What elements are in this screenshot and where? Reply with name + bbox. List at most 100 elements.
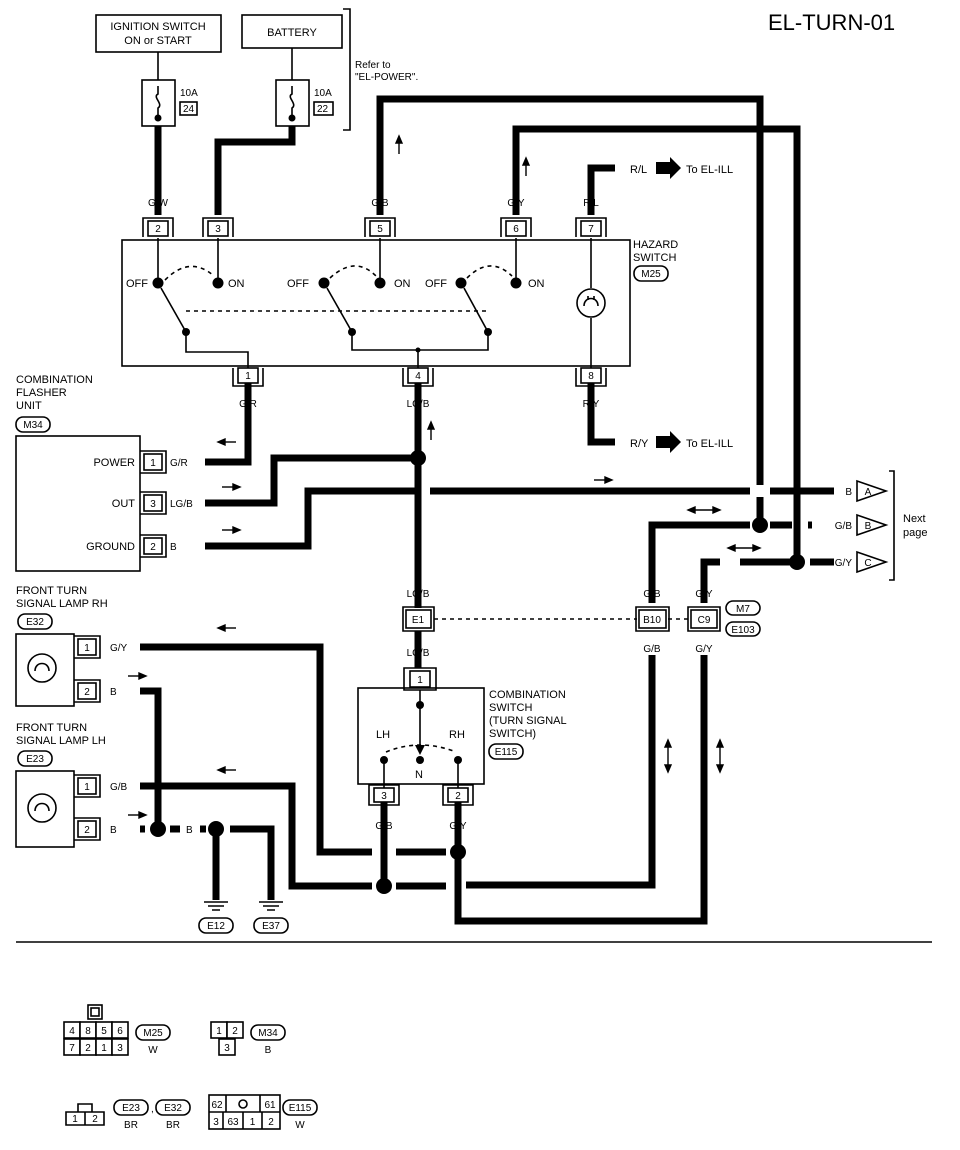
flasher-label-3: UNIT <box>16 400 42 412</box>
junctions <box>150 450 805 894</box>
flasher-code: M34 <box>23 420 43 431</box>
front_lamp_rh-pin-1: 1 <box>84 643 90 654</box>
lamp-rh-code: E32 <box>26 617 44 628</box>
hazard-label-2: SWITCH <box>633 252 676 264</box>
hazard-top-pin-2: 3 <box>215 224 221 235</box>
next-link-2-id: B <box>865 521 872 532</box>
next-link-3-id: C <box>864 558 871 569</box>
hazard-bottom-pin-3: 8 <box>588 371 594 382</box>
lamp-lh-code: E23 <box>26 754 44 765</box>
legend-m25-bottom-1: 7 <box>69 1043 75 1054</box>
flasher-terminal-3-pin: 2 <box>150 542 156 553</box>
ill-link-2-target: To EL-ILL <box>686 438 733 450</box>
next-link-1-color: B <box>845 487 852 498</box>
flasher-terminal-2-pin: 3 <box>150 499 156 510</box>
legend-e115-top-1: 62 <box>211 1100 223 1111</box>
legend-m34-color: B <box>265 1045 272 1056</box>
hazard-pos-5: OFF <box>425 278 447 290</box>
fuse-22-number: 22 <box>317 104 329 115</box>
hazard-pos-4: ON <box>394 278 411 290</box>
e103-code: E103 <box>731 625 755 636</box>
combo-label-2: SWITCH <box>489 702 532 714</box>
combo-pin-rh: 2 <box>455 791 461 802</box>
flasher-label-2: FLASHER <box>16 387 67 399</box>
combo-pin-lh: 3 <box>381 791 387 802</box>
flasher-terminal-2-name: OUT <box>112 498 136 510</box>
hazard-bottom-pin-1: 1 <box>245 371 251 382</box>
legend-m25-top-2: 8 <box>85 1026 91 1037</box>
battery-label: BATTERY <box>267 27 317 39</box>
combo-pos-lh: LH <box>376 729 390 741</box>
flasher-terminal-2-color: LG/B <box>170 499 193 510</box>
flasher-terminal-1-pin: 1 <box>150 458 156 469</box>
combo-label-1: COMBINATION <box>489 689 566 701</box>
legend-m34-code: M34 <box>258 1028 278 1039</box>
legend-e32-code: E32 <box>164 1103 182 1114</box>
ground-1-code: E12 <box>207 921 225 932</box>
next-link-1-id: A <box>865 487 872 498</box>
legend-e23-pin-2: 2 <box>92 1114 98 1125</box>
ill-link-1-target: To EL-ILL <box>686 164 733 176</box>
legend-m25-color: W <box>148 1045 158 1056</box>
lamp-rh-label-1: FRONT TURN <box>16 585 87 597</box>
lamp-rh-label-2: SIGNAL LAMP RH <box>16 598 108 610</box>
ground-1-color: B <box>213 884 220 895</box>
flasher-terminal-3-name: GROUND <box>86 541 135 553</box>
ignition-switch-source: IGNITION SWITCH ON or START <box>95 14 222 53</box>
hazard-top-pin-1: 2 <box>155 224 161 235</box>
front_lamp_lh-pin-1: 1 <box>84 782 90 793</box>
fuse-24-number: 24 <box>183 104 195 115</box>
legend-m25-bottom-4: 3 <box>117 1043 123 1054</box>
b10-wire-bottom: G/B <box>643 644 661 655</box>
next-page-label-1: Next <box>903 513 926 525</box>
front_lamp_lh-pin-1-color: G/B <box>110 782 128 793</box>
hazard-label-1: HAZARD <box>633 239 678 251</box>
hazard-bottom-wire-1-color: G/R <box>239 399 257 410</box>
legend-m25-bottom-2: 2 <box>85 1043 91 1054</box>
hazard-top-pin-5: 7 <box>588 224 594 235</box>
legend-e23-pin-1: 1 <box>72 1114 78 1125</box>
hazard-top-wire-3-color: G/B <box>371 198 389 209</box>
hazard-top-pin-3: 5 <box>377 224 383 235</box>
combo-label-4: SWITCH) <box>489 728 536 740</box>
inline-connectors: LG/B E1 LG/B G/B B10 G/B G/Y C9 G/Y M7 E… <box>402 589 761 659</box>
legend-comma: , <box>151 1104 154 1115</box>
legend-m25-code: M25 <box>143 1028 163 1039</box>
front_lamp_lh-pin-2-color: B <box>110 825 117 836</box>
flasher-terminal-1-color: G/R <box>170 458 188 469</box>
ignition-switch-label-1: IGNITION SWITCH <box>110 21 205 33</box>
hazard-top-wire-2-color: G <box>214 198 222 209</box>
hazard-pos-6: ON <box>528 278 545 290</box>
fuse-22: 10A 22 <box>275 48 334 127</box>
legend-e32-color: BR <box>166 1120 180 1131</box>
flasher-terminal-1-name: POWER <box>93 457 135 469</box>
next-page-label-2: page <box>903 527 927 539</box>
legend-m25-bottom-3: 1 <box>101 1043 107 1054</box>
hazard-bottom-pin-2: 4 <box>415 371 421 382</box>
front_lamp_rh-pin-2: 2 <box>84 687 90 698</box>
hazard-top-pin-4: 6 <box>513 224 519 235</box>
front_lamp_rh-pin-1-color: G/Y <box>110 643 128 654</box>
combo-pin-1: 1 <box>417 675 423 686</box>
fuse-22-amps: 10A <box>314 88 332 99</box>
wire-b-label-1: B <box>186 825 193 836</box>
hazard-top-wire-5-color: R/L <box>583 198 599 209</box>
b10-wire-top: G/B <box>643 589 661 600</box>
legend-e115-top-2: 61 <box>264 1100 276 1111</box>
page-title: EL-TURN-01 <box>768 10 895 35</box>
ill-link-1-color: R/L <box>630 164 647 176</box>
refer-note-2: "EL-POWER". <box>355 72 418 83</box>
b10-code: B10 <box>643 615 661 626</box>
legend-m34-bottom-1: 3 <box>224 1043 230 1054</box>
hazard-pos-1: OFF <box>126 278 148 290</box>
ill-link-2-color: R/Y <box>630 438 649 450</box>
combo-wire-rh: G/Y <box>449 821 467 832</box>
hazard-top-wire-1-color: G/W <box>148 198 169 209</box>
combo-code: E115 <box>495 747 518 758</box>
legend-m34-top-2: 2 <box>232 1026 238 1037</box>
legend-m25-top-4: 6 <box>117 1026 123 1037</box>
